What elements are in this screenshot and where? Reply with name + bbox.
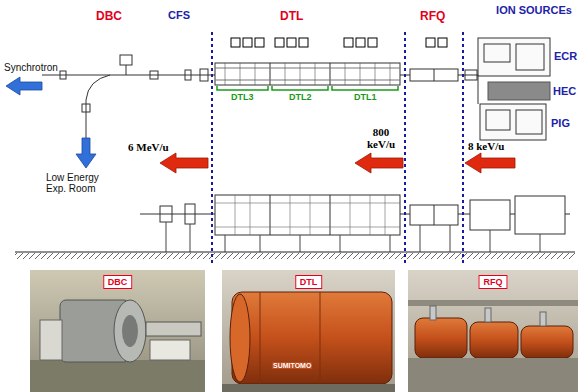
beam-energy: 800 keV/u — [360, 126, 402, 150]
photo-panel: DBC — [30, 270, 205, 392]
section-name: RFQ — [420, 9, 445, 23]
destination-name: Synchrotron — [4, 62, 58, 73]
source-name: PIG — [551, 117, 570, 129]
photo-tag: DTL — [295, 275, 323, 289]
beam-energy: 8 keV/u — [468, 140, 504, 152]
maker-mark: SUMITOMO — [272, 362, 312, 369]
section-name: DBC — [96, 9, 122, 23]
tank-name: DTL1 — [354, 92, 377, 102]
beam-energy: 6 MeV/u — [128, 141, 169, 153]
source-name: ECR — [554, 50, 577, 62]
source-name: HEC — [553, 85, 576, 97]
tank-name: DTL2 — [289, 92, 312, 102]
section-name: CFS — [168, 9, 190, 21]
photo-tag: RFQ — [479, 275, 508, 289]
tank-name: DTL3 — [231, 92, 254, 102]
photo-panel: DTL — [222, 270, 395, 392]
destination-name: Low Energy Exp. Room — [46, 172, 112, 194]
photo-panel: RFQ — [408, 270, 578, 392]
photo-tag: DBC — [103, 275, 133, 289]
section-name: ION SOURCEs — [496, 4, 572, 16]
section-name: DTL — [280, 9, 303, 23]
